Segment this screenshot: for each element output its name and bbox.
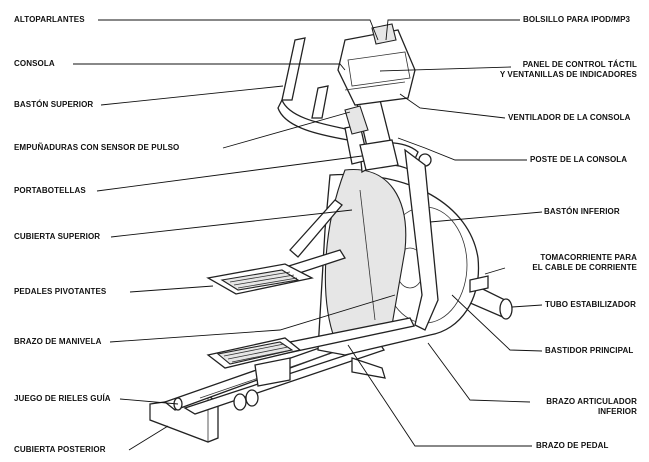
- label-portabotellas: PORTABOTELLAS: [14, 186, 86, 195]
- bottle-holder: [359, 139, 399, 171]
- label-brazo-pedal: BRAZO DE PEDAL: [536, 441, 609, 450]
- label-bolsillo: BOLSILLO PARA IPOD/MP3: [523, 15, 631, 24]
- label-altoparlantes: ALTOPARLANTES: [14, 15, 85, 24]
- lower-arm-right: [404, 148, 439, 331]
- label-brazo-manivela: BRAZO DE MANIVELA: [14, 337, 102, 346]
- label-cubierta-posterior: CUBIERTA POSTERIOR: [14, 445, 106, 454]
- power-socket: [469, 275, 489, 293]
- rollers: [173, 389, 259, 411]
- label-baston-inferior: BASTÓN INFERIOR: [544, 207, 620, 216]
- label-tomacorriente: TOMACORRIENTE PARA EL CABLE DE CORRIENTE: [532, 253, 637, 273]
- leader-lines: [73, 19, 543, 451]
- label-panel-line2: Y VENTANILLAS DE INDICADORES: [499, 70, 637, 79]
- console: [337, 23, 416, 106]
- label-ventilador: VENTILADOR DE LA CONSOLA: [508, 113, 631, 122]
- label-bastidor: BASTIDOR PRINCIPAL: [545, 346, 634, 355]
- label-tubo: TUBO ESTABILIZADOR: [545, 300, 636, 309]
- label-tomacorriente-line2: EL CABLE DE CORRIENTE: [532, 263, 637, 272]
- label-brazo-articulador: BRAZO ARTICULADOR INFERIOR: [546, 397, 637, 417]
- label-consola: CONSOLA: [14, 59, 55, 68]
- label-panel-control: PANEL DE CONTROL TÁCTIL Y VENTANILLAS DE…: [500, 60, 637, 80]
- label-brazo-articulador-line2: INFERIOR: [597, 407, 637, 416]
- label-cubierta-superior: CUBIERTA SUPERIOR: [14, 232, 101, 241]
- pulse-grips: [344, 105, 369, 135]
- label-pedales-pivotantes: PEDALES PIVOTANTES: [14, 287, 107, 296]
- label-panel-line1: PANEL DE CONTROL TÁCTIL: [522, 60, 637, 69]
- label-empunaduras: EMPUÑADURAS CON SENSOR DE PULSO: [14, 143, 180, 152]
- label-baston-superior: BASTÓN SUPERIOR: [14, 100, 94, 109]
- label-tomacorriente-line1: TOMACORRIENTE PARA: [540, 253, 637, 262]
- pivot-pedal-bottom: [206, 337, 302, 387]
- pivot-pedal-top: [206, 263, 314, 295]
- label-brazo-articulador-line1: BRAZO ARTICULADOR: [546, 397, 637, 406]
- label-poste: POSTE DE LA CONSOLA: [530, 155, 628, 164]
- label-juego-rieles: JUEGO DE RIELES GUÍA: [14, 394, 111, 403]
